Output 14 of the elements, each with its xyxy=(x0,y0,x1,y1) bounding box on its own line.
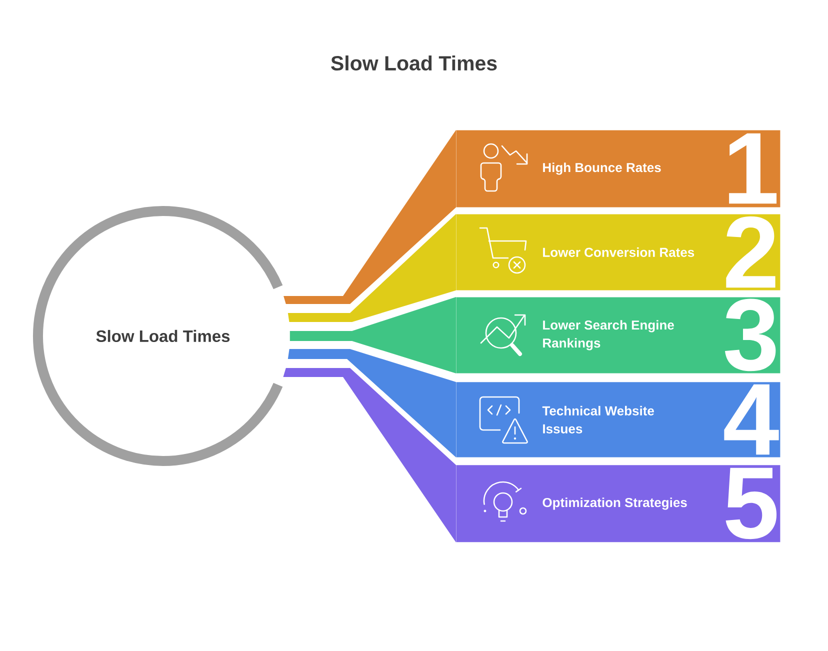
node-label: Optimization Strategies xyxy=(542,498,687,510)
step-number: 2 xyxy=(726,216,776,288)
ribbon xyxy=(288,214,456,322)
step-number: 4 xyxy=(724,384,779,455)
ribbon xyxy=(284,130,456,304)
title: Slow Load Times xyxy=(331,55,497,71)
node-label: High Bounce Rates xyxy=(543,162,661,175)
node-label: Lower Conversion Rates xyxy=(543,247,694,257)
step-number: 5 xyxy=(726,468,777,540)
step-number: 1 xyxy=(729,133,777,204)
ribbon xyxy=(283,368,456,542)
ribbon xyxy=(288,349,456,458)
ribbon xyxy=(290,297,456,374)
step-number: 3 xyxy=(724,298,776,372)
